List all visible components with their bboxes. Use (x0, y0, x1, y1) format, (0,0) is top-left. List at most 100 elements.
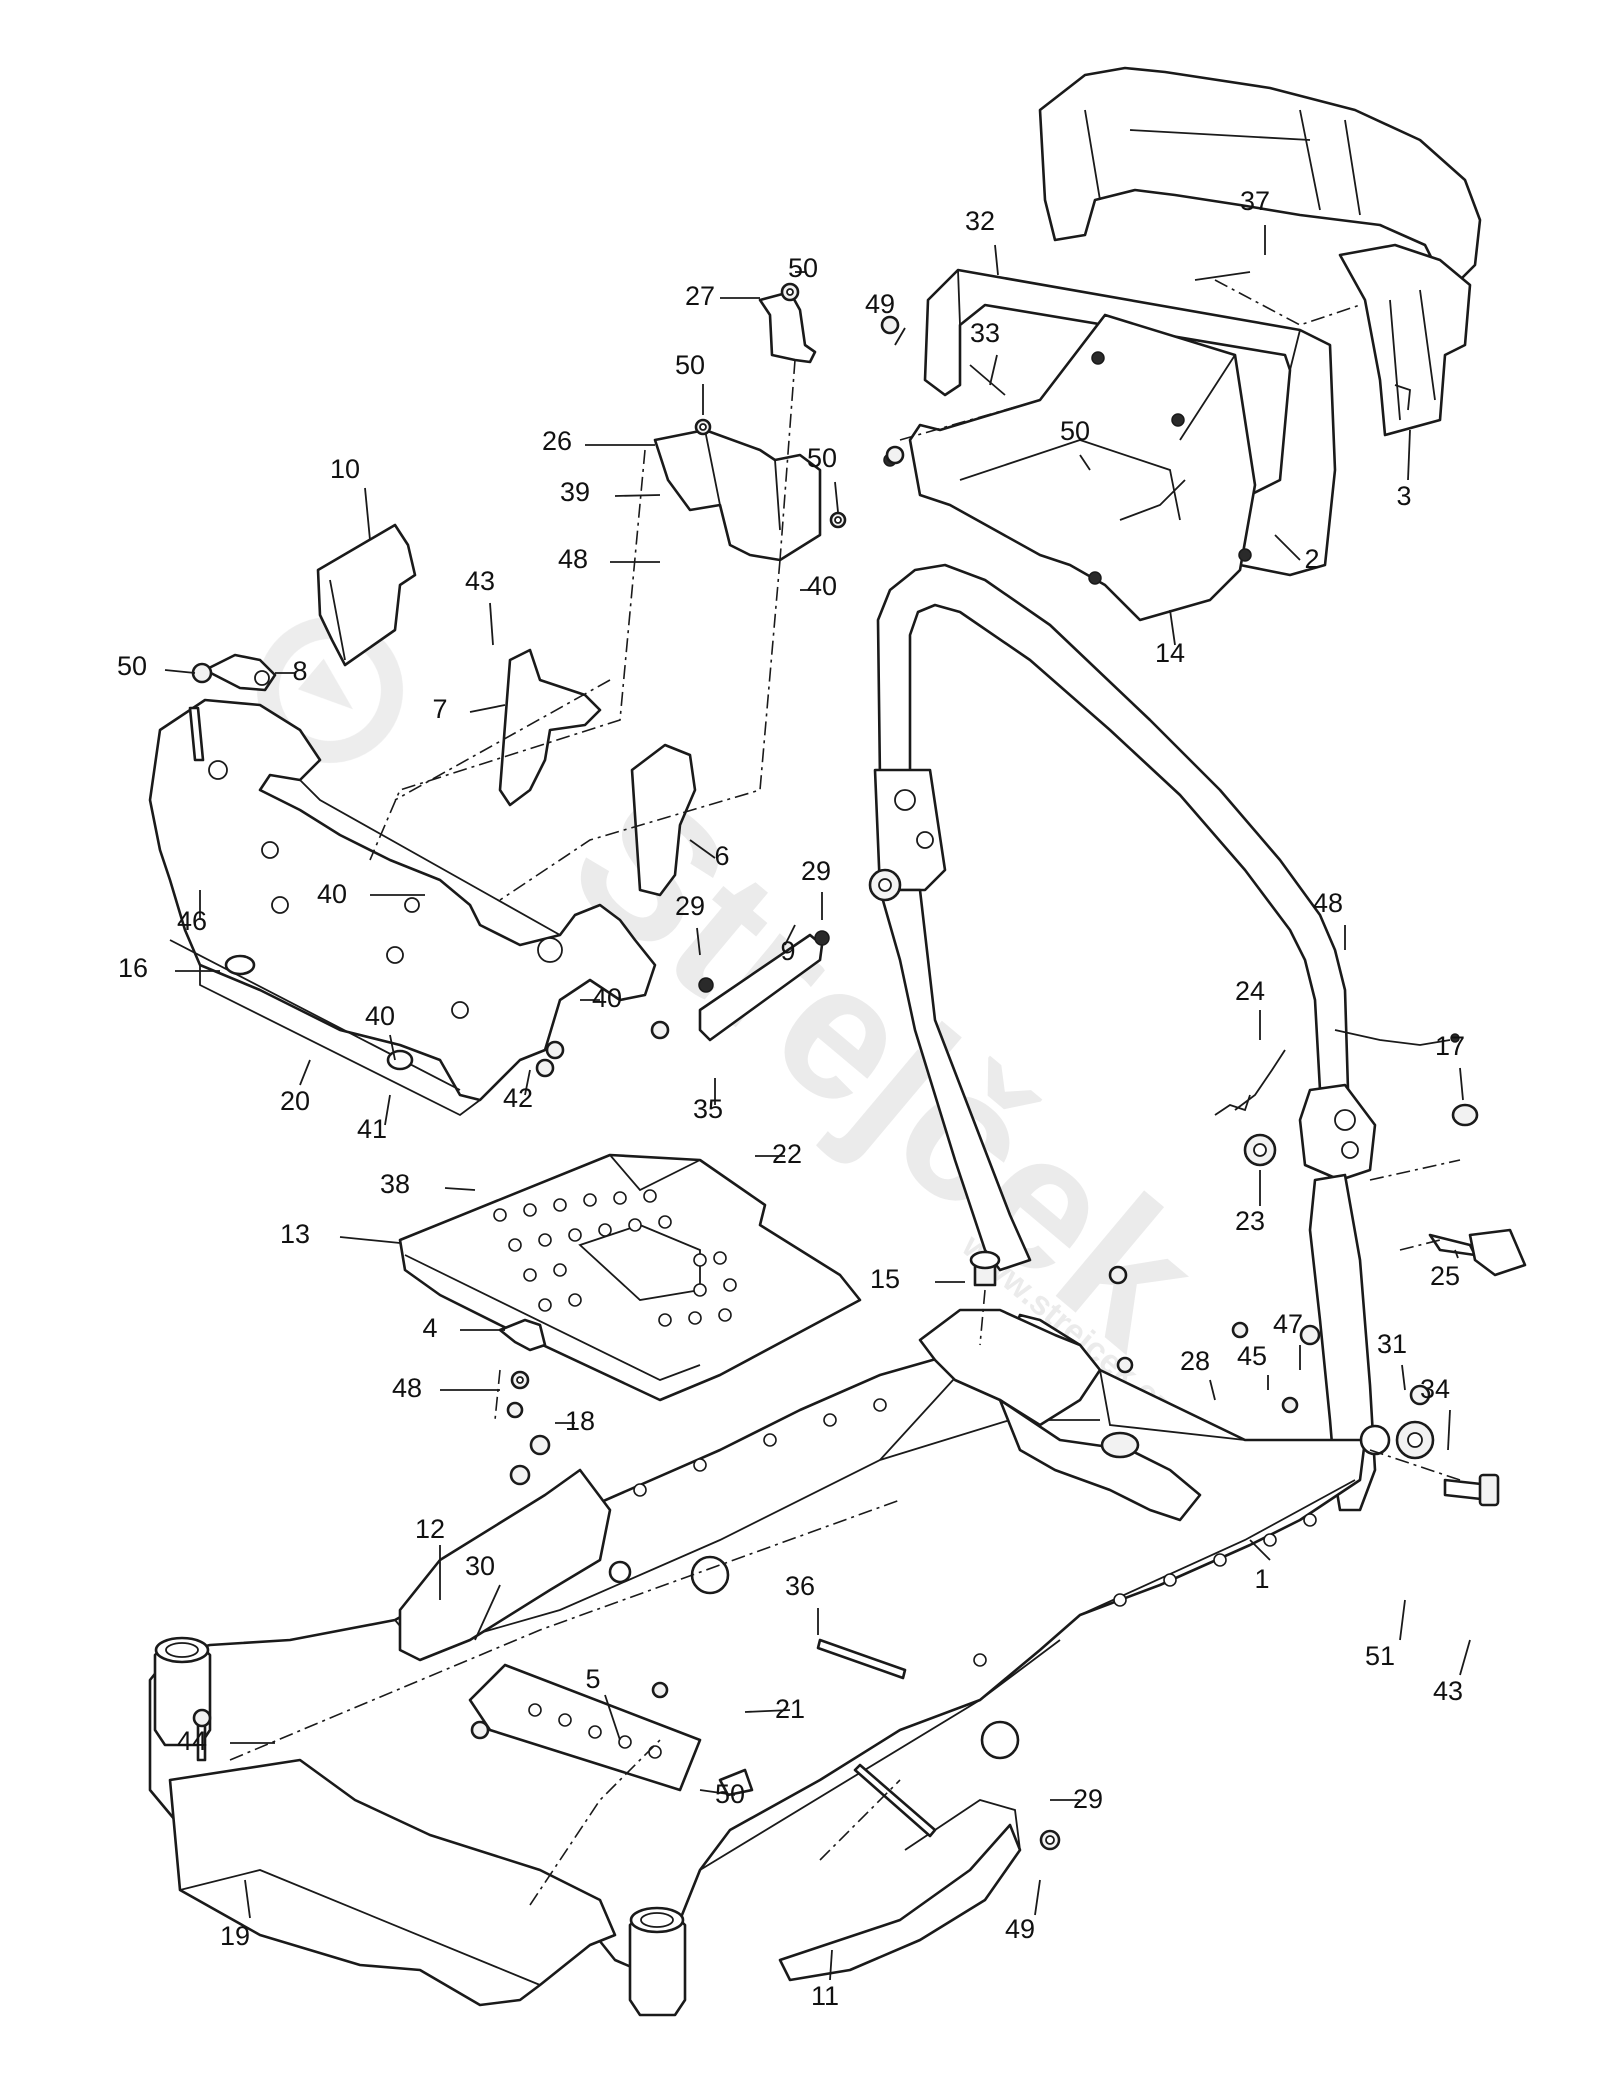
callout-number: 22 (772, 1139, 802, 1169)
part-23-knob (868, 868, 1277, 1167)
callout-number: 35 (693, 1094, 723, 1124)
callout-number: 50 (715, 1779, 745, 1809)
callout-leader (244, 1879, 251, 1919)
callout-leader (339, 1236, 401, 1244)
callout-48: 48 (1313, 888, 1346, 950)
callout-leader (1169, 609, 1176, 646)
part-10-shield (316, 523, 417, 667)
callout-45: 45 (1237, 1341, 1269, 1390)
callout-29: 29 (801, 856, 831, 920)
callout-12: 12 (415, 1514, 445, 1600)
part-11-side-panel (778, 1799, 1022, 1982)
callout-6: 6 (689, 839, 730, 871)
callout-39: 39 (560, 477, 661, 507)
callout-50: 50 (807, 443, 839, 513)
callout-7: 7 (432, 694, 506, 724)
floor-plate-holes (493, 1189, 737, 1327)
part-12-side-panel (398, 1468, 612, 1662)
callout-leader (1249, 1539, 1271, 1561)
callout-number: 46 (177, 906, 207, 936)
callout-number: 32 (965, 206, 995, 236)
callout-number: 15 (870, 1264, 900, 1294)
callout-leader (829, 1949, 833, 1981)
callout-number: 48 (392, 1373, 422, 1403)
callout-8: 8 (275, 656, 308, 686)
callout-leader (389, 1034, 396, 1061)
callout-number: 48 (558, 544, 588, 574)
callout-number: 7 (432, 694, 447, 724)
callout-15: 15 (870, 1264, 965, 1294)
callout-leader (784, 924, 796, 946)
callout-34: 34 (1420, 1374, 1451, 1451)
callout-number: 4 (422, 1313, 437, 1343)
callout-leader (744, 1709, 791, 1713)
callout-42: 42 (503, 1069, 533, 1113)
callout-number: 45 (1237, 1341, 1267, 1371)
callout-number: 40 (592, 983, 622, 1013)
part-27-bracket (758, 290, 817, 364)
callout-number: 40 (807, 571, 837, 601)
callout-number: 51 (1365, 1641, 1395, 1671)
callout-50: 50 (699, 1779, 745, 1809)
callout-number: 29 (675, 891, 705, 921)
callout-number: 33 (970, 318, 1000, 348)
callout-28: 28 (1180, 1346, 1216, 1401)
part-26-bracket (653, 428, 822, 562)
callout-29: 29 (1050, 1784, 1103, 1814)
callout-50: 50 (117, 651, 196, 681)
callout-number: 8 (292, 656, 307, 686)
callout-35: 35 (693, 1078, 723, 1124)
callout-number: 50 (807, 443, 837, 473)
callout-number: 20 (280, 1086, 310, 1116)
callout-18: 18 (555, 1406, 595, 1436)
callout-leader (444, 1187, 476, 1191)
callout-number: 10 (330, 454, 360, 484)
callout-leader (1459, 1639, 1471, 1676)
callout-number: 19 (220, 1921, 250, 1951)
callout-38: 38 (380, 1169, 476, 1199)
callout-27: 27 (685, 281, 760, 311)
callout-leader (894, 327, 906, 346)
part-48-wire (1334, 1029, 1460, 1046)
callout-number: 14 (1155, 638, 1185, 668)
part-25-pin (1428, 1228, 1527, 1277)
callout-number: 40 (317, 879, 347, 909)
callout-9: 9 (780, 924, 796, 966)
callout-20: 20 (280, 1059, 311, 1116)
callout-43: 43 (465, 566, 495, 646)
callout-number: 43 (1433, 1676, 1463, 1706)
callout-21: 21 (744, 1694, 805, 1724)
callout-40: 40 (365, 1001, 396, 1061)
callout-48: 48 (558, 544, 660, 574)
bolts (188, 271, 1500, 1838)
callout-44: 44 (177, 1726, 275, 1756)
part-20-dash-plate (148, 698, 657, 1117)
callout-17: 17 (1435, 1031, 1465, 1101)
callout-leader (1209, 1379, 1216, 1401)
callout-leader (834, 481, 839, 513)
callout-number: 26 (542, 426, 572, 456)
fasteners (191, 282, 1435, 1851)
callout-number: 12 (415, 1514, 445, 1544)
callout-number: 42 (503, 1083, 533, 1113)
callout-30: 30 (465, 1551, 501, 1641)
part-19-foot-plate (168, 1758, 617, 2007)
callout-number: 50 (117, 651, 147, 681)
callout-leader (1079, 454, 1091, 471)
callout-leader (689, 839, 716, 859)
callout-51: 51 (1365, 1599, 1406, 1671)
callout-31: 31 (1377, 1329, 1407, 1391)
callout-leader (1407, 429, 1411, 481)
callout-37: 37 (1240, 186, 1270, 255)
part-3-fender (1038, 66, 1482, 437)
part-4-hook (498, 1318, 547, 1352)
callout-leader (604, 1694, 621, 1741)
callout-leader (1459, 1067, 1464, 1101)
part-6-bracket (630, 743, 697, 897)
callout-41: 41 (357, 1094, 391, 1144)
callout-24: 24 (1235, 976, 1265, 1040)
callout-2: 2 (1274, 534, 1320, 574)
callout-40: 40 (800, 571, 837, 601)
callout-number: 27 (685, 281, 715, 311)
part-9-plate (698, 930, 830, 1042)
